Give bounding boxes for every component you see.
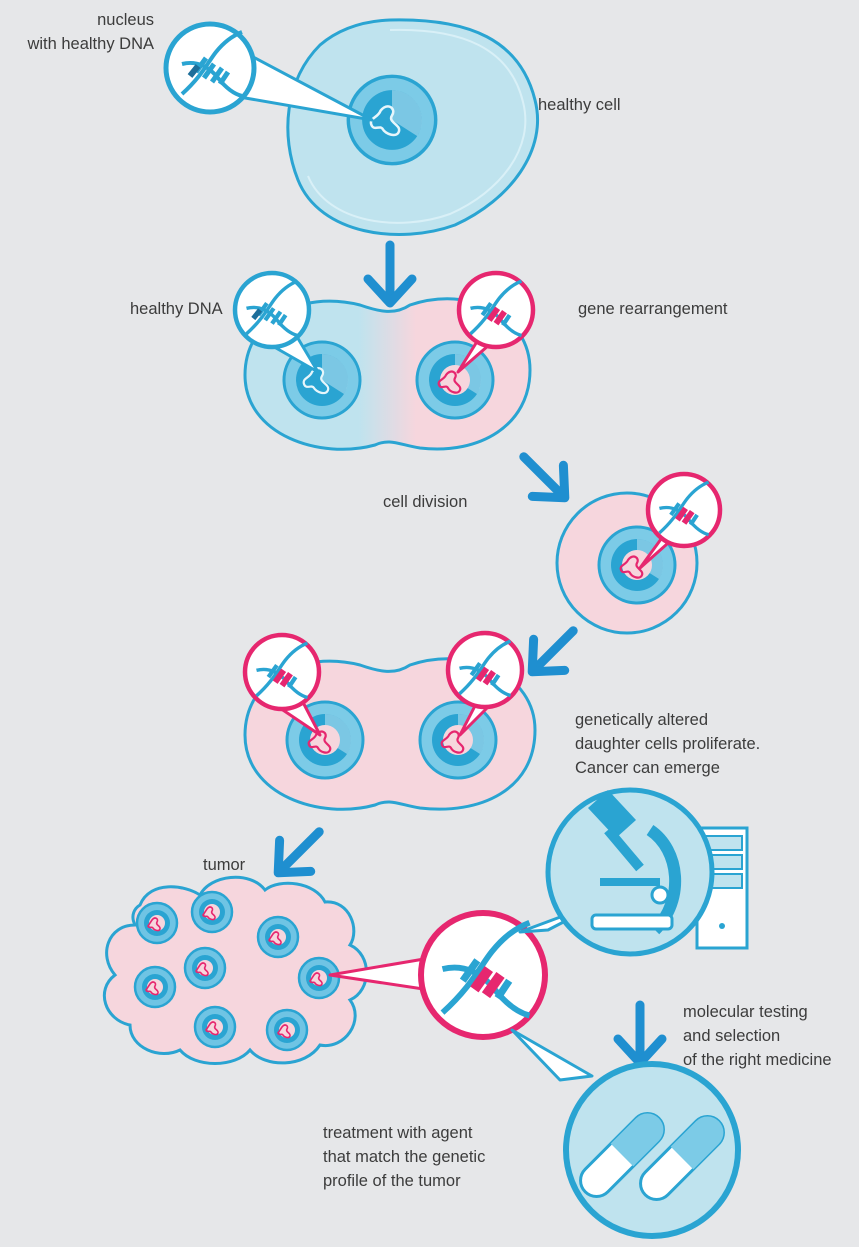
label-cell-division: cell division bbox=[383, 493, 468, 511]
label-nucleus: nucleus with healthy DNA bbox=[27, 11, 154, 53]
magnifier-tumor-dna bbox=[328, 910, 548, 1040]
pills-magnifier bbox=[510, 1028, 741, 1239]
label-healthy-dna: healthy DNA bbox=[130, 300, 223, 318]
arrow-down-right-icon bbox=[508, 441, 580, 513]
label-daughter-cells: genetically altered daughter cells proli… bbox=[575, 711, 761, 777]
label-tumor: tumor bbox=[203, 856, 246, 874]
arrow-down-left-icon bbox=[263, 816, 335, 888]
magnifier-gene-rearrangement bbox=[456, 270, 536, 374]
magnifier-healthy-dna-2 bbox=[232, 270, 320, 374]
magnifier-altered-dna-2 bbox=[242, 632, 322, 737]
dividing-cell bbox=[243, 297, 532, 451]
magnifier-healthy-dna-1 bbox=[163, 21, 374, 122]
magnifier-altered-dna-1 bbox=[638, 471, 723, 570]
healthy-cell bbox=[286, 18, 540, 236]
label-gene-rearrangement: gene rearrangement bbox=[578, 300, 728, 318]
arrow-down-icon bbox=[368, 245, 412, 303]
label-treatment: treatment with agent that match the gene… bbox=[323, 1124, 486, 1190]
arrow-down-icon bbox=[618, 1005, 662, 1063]
magnifier-altered-dna-3 bbox=[445, 630, 525, 737]
label-molecular-testing: molecular testing and selection of the r… bbox=[683, 1003, 832, 1069]
tumor bbox=[102, 875, 368, 1065]
microscope-icon bbox=[518, 787, 715, 957]
arrow-down-left-icon bbox=[517, 615, 589, 687]
label-healthy-cell: healthy cell bbox=[538, 96, 621, 114]
